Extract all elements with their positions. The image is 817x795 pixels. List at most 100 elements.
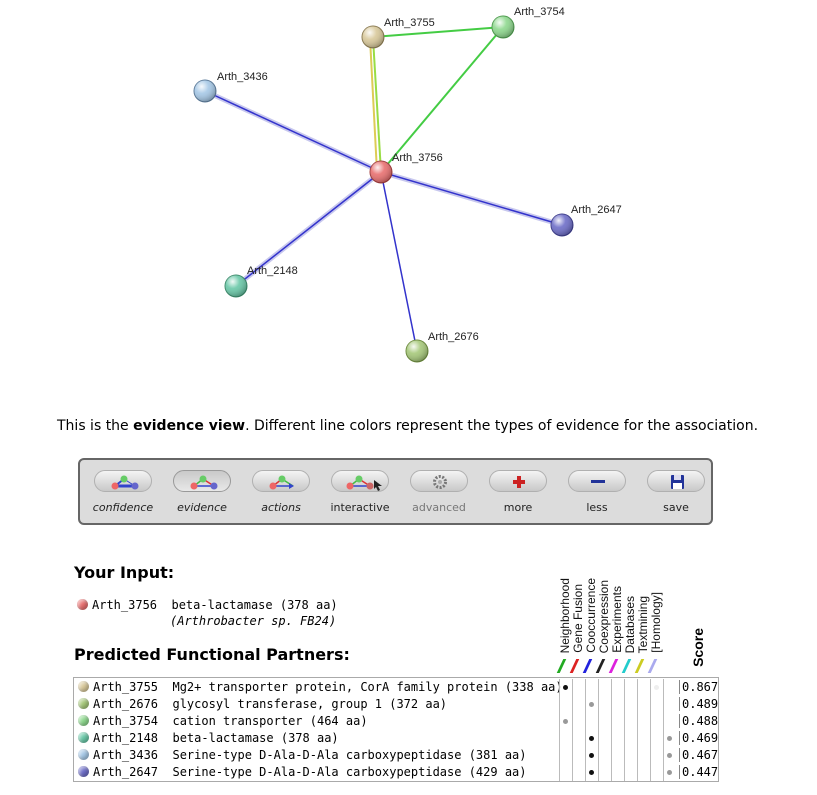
evidence-header-databases: Databases [621,560,637,675]
partner-score: 0.469 [679,731,718,745]
protein-dot-icon [78,715,89,726]
table-row[interactable]: Arth_3755 Mg2+ transporter protein, CorA… [74,679,718,696]
partner-score: 0.488 [679,714,718,728]
protein-dot-icon [78,698,89,709]
confidence-icon [94,470,152,492]
partner-desc: cation transporter (464 aa) [172,714,368,728]
evidence-icon [173,470,231,492]
table-row[interactable]: Arth_2148 beta-lactamase (378 aa) 0.469 [74,730,718,747]
edge-3756-3755-b [369,37,378,173]
actions-label: actions [261,501,301,514]
edge-3755-3754 [372,26,504,38]
evidence-header-textmining: Textmining [634,560,650,675]
caption-text-rest: . Different line colors represent the ty… [245,418,759,434]
actions-icon [252,470,310,492]
evidence-header-neighborhood: Neighborhood [556,560,572,675]
evidence-header-cooccurrence: Cooccurrence [582,560,598,675]
partner-name: Arth_2148 [93,731,159,745]
node-label: Arth_3756 [392,152,443,164]
node-label: Arth_2148 [247,265,298,277]
score-header: Score [690,628,706,667]
partner-desc: beta-lactamase (378 aa) [172,731,339,745]
node-label: Arth_3754 [514,6,565,18]
evidence-type-headers: Neighborhood Gene Fusion Cooccurrence Co… [556,560,688,675]
less-button[interactable]: less [558,460,636,522]
table-row[interactable]: Arth_2676 glycosyl transferase, group 1 … [74,696,718,713]
node-label: Arth_2647 [571,204,622,216]
node-arth-3756[interactable]: Arth_3756 [369,152,443,184]
node-label: Arth_3755 [384,17,435,29]
input-protein-row[interactable]: Arth_3756 beta-lactamase (378 aa) [77,598,338,612]
table-row[interactable]: Arth_3754 cation transporter (464 aa) 0.… [74,713,718,730]
node-arth-2647[interactable]: Arth_2647 [550,204,622,237]
partner-name: Arth_2647 [93,765,159,779]
confidence-label: confidence [92,501,154,514]
advanced-label: advanced [412,501,466,514]
caption-text: This is the [57,418,134,434]
partner-desc: Serine-type D-Ala-D-Ala carboxypeptidase… [172,765,527,779]
partner-score: 0.489 [679,697,718,711]
edge-3756-2647 [380,171,563,226]
edge-3756-3754 [380,26,504,173]
protein-dot-icon [77,599,88,610]
partner-desc: Mg2+ transporter protein, CorA family pr… [172,680,563,694]
minus-icon [568,470,626,492]
protein-dot-icon [78,766,89,777]
node-arth-3755[interactable]: Arth_3755 [361,17,435,49]
your-input-heading: Your Input: [74,563,175,582]
table-row[interactable]: Arth_3436 Serine-type D-Ala-D-Ala carbox… [74,747,718,764]
more-button[interactable]: more [479,460,557,522]
partner-name: Arth_2676 [93,697,159,711]
table-row[interactable]: Arth_2647 Serine-type D-Ala-D-Ala carbox… [74,764,718,781]
save-button[interactable]: save [637,460,715,522]
evidence-header-gene-fusion: Gene Fusion [569,560,585,675]
advanced-button: advanced [400,460,478,522]
node-arth-2676[interactable]: Arth_2676 [405,331,479,363]
partner-name: Arth_3755 [93,680,159,694]
edges [203,26,563,352]
interactive-label: interactive [330,501,390,514]
less-label: less [586,501,608,514]
node-label: Arth_2676 [428,331,479,343]
partners-table: Arth_3755 Mg2+ transporter protein, CorA… [73,677,719,782]
floppy-disk-icon [647,470,705,492]
protein-dot-icon [78,749,89,760]
confidence-button[interactable]: confidence [84,460,162,522]
edge-3756-2148 [235,171,382,287]
evidence-caption: This is the evidence view. Different lin… [57,418,758,434]
predicted-partners-heading: Predicted Functional Partners: [74,645,350,664]
save-label: save [663,501,689,514]
evidence-header-experiments: Experiments [608,560,624,675]
partner-name: Arth_3436 [93,748,159,762]
edge-3756-2676 [380,171,418,352]
view-toolbar: confidence evidence actions interactive … [78,458,713,525]
partner-name: Arth_3754 [93,714,159,728]
actions-button[interactable]: actions [242,460,320,522]
interactive-button[interactable]: interactive [321,460,399,522]
input-organism: (Arthrobacter sp. FB24) [170,614,337,628]
partner-score: 0.867 [679,680,718,694]
node-arth-2148[interactable]: Arth_2148 [224,265,298,298]
evidence-header-coexpression: Coexpression [595,560,611,675]
evidence-header-homology: [Homology] [647,560,663,675]
protein-dot-icon [78,732,89,743]
partner-desc: glycosyl transferase, group 1 (372 aa) [172,697,448,711]
partner-score: 0.467 [679,748,718,762]
interactive-icon [331,470,389,492]
input-protein-desc: beta-lactamase (378 aa) [171,598,338,612]
gear-icon [410,470,468,492]
edge-3756-3755-a [372,37,382,173]
partner-desc: Serine-type D-Ala-D-Ala carboxypeptidase… [172,748,527,762]
input-protein-name: Arth_3756 [92,598,158,612]
node-arth-3754[interactable]: Arth_3754 [491,6,565,39]
more-label: more [503,501,533,514]
evidence-label: evidence [177,501,227,514]
evidence-button[interactable]: evidence [163,460,241,522]
network-graph[interactable]: Arth_3755 Arth_3754 Arth_3436 Arth_3756 … [0,0,817,400]
node-label: Arth_3436 [217,71,268,83]
caption-bold: evidence view [133,418,246,434]
partner-score: 0.447 [679,765,718,779]
plus-icon [489,470,547,492]
node-arth-3436[interactable]: Arth_3436 [193,71,268,103]
edge-3756-3436 [204,90,382,173]
